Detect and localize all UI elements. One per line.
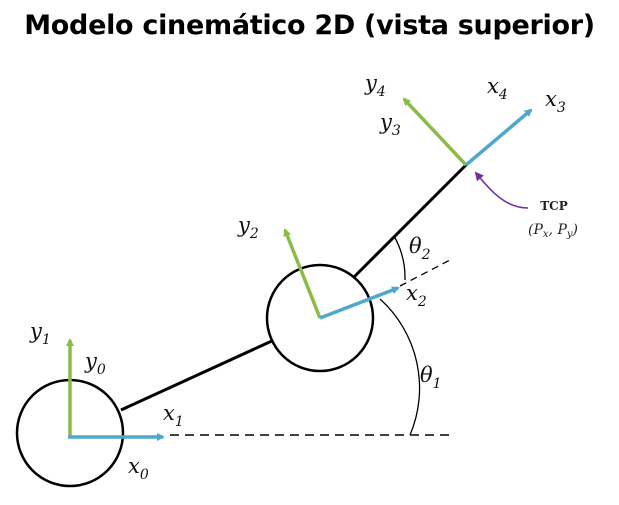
link1-extension-dashed-line bbox=[399, 259, 451, 287]
link-2 bbox=[350, 162, 469, 281]
label-y2: y2 bbox=[237, 213, 259, 242]
theta1-arc bbox=[379, 298, 421, 436]
tcp-label: TCP bbox=[540, 199, 568, 213]
label-x1: x1 bbox=[163, 401, 184, 430]
label-y0: y0 bbox=[84, 349, 106, 378]
label-theta1: θ1 bbox=[420, 363, 442, 392]
theta2-arc bbox=[393, 235, 406, 281]
label-y3: y3 bbox=[379, 110, 401, 139]
label-x3: x3 bbox=[545, 87, 566, 116]
tcp-pointer-arrow bbox=[474, 171, 529, 209]
x3-x4-axis-arrow bbox=[464, 108, 533, 167]
label-x0: x0 bbox=[128, 454, 149, 483]
label-x4: x4 bbox=[487, 74, 508, 103]
x2-axis-arrow bbox=[319, 286, 400, 320]
tcp-coordinates: (Px, Py) bbox=[528, 222, 578, 240]
y3-y4-axis-arrow bbox=[402, 97, 468, 167]
label-y4: y4 bbox=[364, 71, 386, 100]
diagram-title: Modelo cinemático 2D (vista superior) bbox=[24, 10, 595, 41]
link-1 bbox=[120, 338, 275, 412]
label-y1: y1 bbox=[29, 319, 51, 348]
label-x2: x2 bbox=[406, 281, 427, 310]
label-theta2: θ2 bbox=[409, 234, 431, 263]
y2-axis-arrow bbox=[283, 228, 322, 319]
